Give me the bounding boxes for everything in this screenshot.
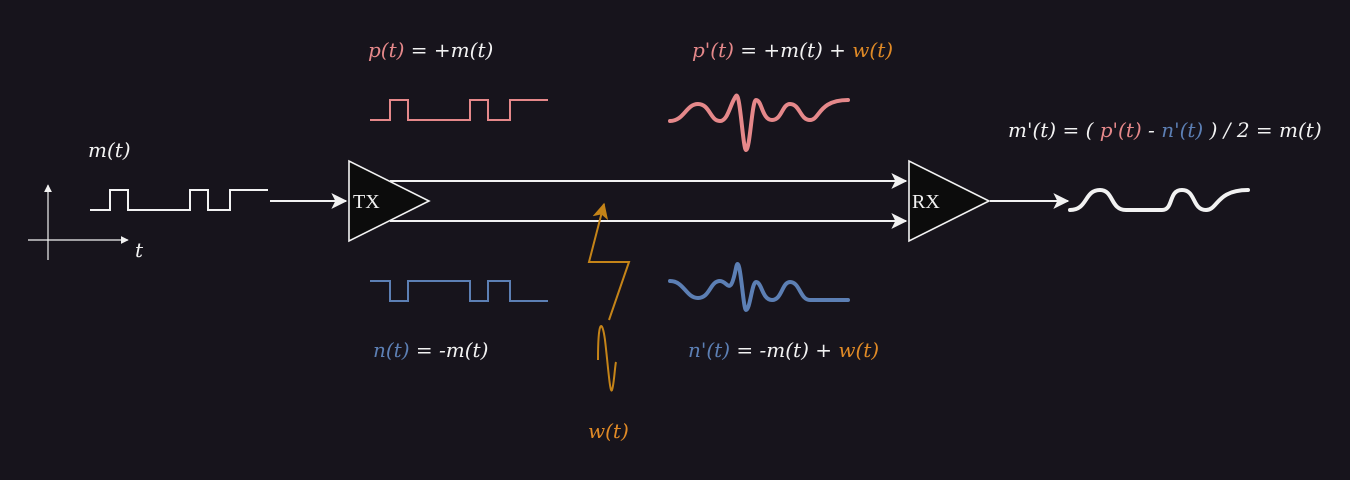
n-fn: n(t): [373, 338, 410, 362]
n-rhs: = -m(t): [410, 338, 489, 362]
p-square-wave: [370, 99, 548, 121]
output-formula: m'(t) = ( p'(t) - n'(t) ) / 2 = m(t): [1008, 118, 1322, 142]
p-prime-waveform: [668, 93, 850, 152]
coordinate-axes-icon: [28, 184, 129, 260]
p-rhs: = +m(t): [404, 38, 493, 62]
noise-label: w(t): [588, 419, 629, 443]
tx-amplifier: TX: [348, 159, 431, 243]
p-prime-label: p'(t) = +m(t) + w(t): [692, 38, 893, 62]
p-prime-fn: p'(t): [692, 38, 734, 62]
noise-waveform: [597, 325, 617, 392]
input-signal-label: m(t): [88, 138, 131, 162]
rx-amplifier: RX: [908, 159, 991, 243]
p-prime-noise: w(t): [852, 38, 893, 62]
p-fn: p(t): [368, 38, 404, 62]
p-prime-rhs: = +m(t) +: [734, 38, 852, 62]
n-label: n(t) = -m(t): [373, 338, 488, 362]
triangle-amplifier-icon: [908, 159, 991, 243]
triangle-amplifier-icon: [348, 159, 431, 243]
output-rhs: ) / 2 = m(t): [1203, 118, 1321, 142]
output-waveform: [1068, 188, 1250, 212]
output-p-term: p'(t): [1100, 118, 1142, 142]
n-square-wave: [370, 280, 548, 302]
rx-label: RX: [912, 191, 940, 213]
output-lhs: m'(t) = (: [1008, 118, 1100, 142]
n-prime-rhs: = -m(t) +: [730, 338, 838, 362]
tx-label: TX: [353, 191, 380, 213]
time-axis-label: t: [135, 238, 144, 262]
n-prime-waveform: [668, 262, 850, 312]
n-prime-noise: w(t): [838, 338, 879, 362]
input-square-wave: [90, 189, 268, 211]
lightning-bolt-icon: [587, 202, 631, 321]
output-n-term: n'(t): [1161, 118, 1203, 142]
n-prime-fn: n'(t): [688, 338, 730, 362]
output-minus: -: [1142, 118, 1161, 142]
p-label: p(t) = +m(t): [368, 38, 493, 62]
n-prime-label: n'(t) = -m(t) + w(t): [688, 338, 879, 362]
